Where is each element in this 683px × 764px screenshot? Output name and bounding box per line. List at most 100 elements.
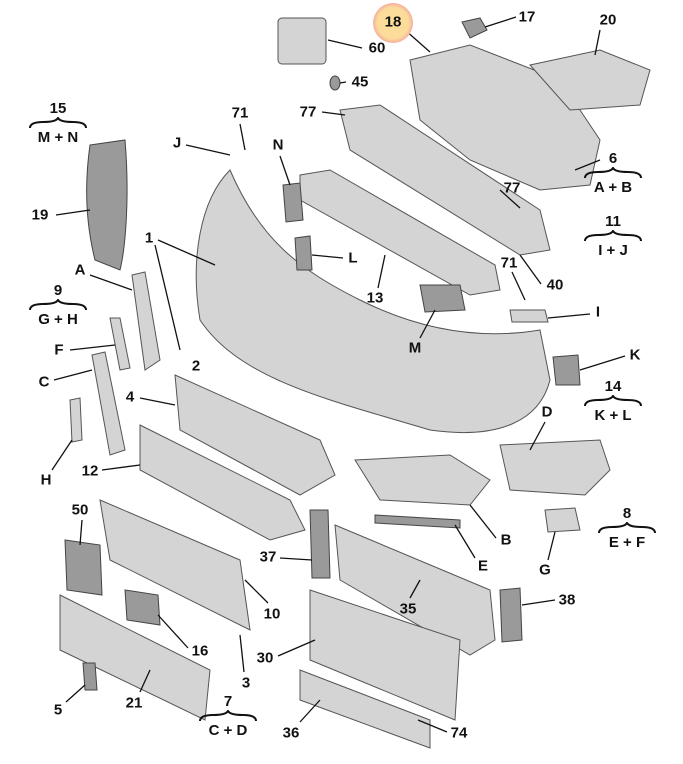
group-number: 7 — [223, 693, 233, 710]
leader-line — [65, 684, 86, 703]
part-label-77a[interactable]: 77 — [299, 103, 317, 121]
leader-line — [139, 397, 176, 406]
part-label-37[interactable]: 37 — [259, 548, 277, 566]
leader-line — [69, 344, 116, 351]
part-label-K[interactable]: K — [629, 346, 641, 364]
group-parts: E + F — [608, 534, 646, 551]
leader-line — [409, 579, 421, 599]
leader-line — [321, 111, 346, 116]
part-label-B[interactable]: B — [500, 531, 512, 549]
leader-line — [519, 254, 542, 285]
part-label-45[interactable]: 45 — [351, 73, 369, 91]
leader-line — [279, 557, 313, 561]
part-label-74[interactable]: 74 — [450, 724, 468, 742]
leader-line — [157, 614, 189, 649]
group-number: 11 — [605, 213, 621, 230]
part-M-bracket — [419, 284, 466, 313]
leader-line — [469, 504, 497, 539]
part-label-H[interactable]: H — [40, 471, 52, 489]
part-K-bracket — [552, 354, 581, 386]
leader-line — [185, 144, 231, 156]
part-label-5[interactable]: 5 — [53, 701, 63, 719]
part-label-10[interactable]: 10 — [263, 605, 281, 623]
leader-line — [579, 355, 626, 371]
part-label-A[interactable]: A — [74, 261, 86, 279]
part-label-4[interactable]: 4 — [125, 388, 135, 406]
part-label-60[interactable]: 60 — [368, 39, 386, 57]
group-number: 6 — [608, 150, 618, 167]
part-36-lower-panel — [299, 669, 431, 749]
leader-line — [154, 244, 181, 351]
part-label-17[interactable]: 17 — [518, 8, 536, 26]
part-label-G[interactable]: G — [539, 561, 551, 579]
part-label-N[interactable]: N — [272, 136, 284, 154]
part-label-2[interactable]: 2 — [191, 357, 201, 375]
part-L-bracket — [294, 235, 313, 271]
group-5: 8 E + F — [592, 505, 662, 551]
part-label-3[interactable]: 3 — [241, 674, 251, 692]
leader-line — [244, 579, 269, 604]
group-number: 8 — [622, 505, 632, 522]
group-parts: K + L — [594, 407, 632, 424]
part-label-19[interactable]: 19 — [31, 206, 49, 224]
brace-icon — [29, 117, 87, 129]
leader-line — [339, 81, 347, 84]
part-label-20[interactable]: 20 — [599, 11, 617, 29]
part-label-L[interactable]: L — [348, 249, 358, 267]
leader-line — [51, 439, 73, 471]
leader-line — [53, 369, 93, 381]
leader-line — [377, 254, 386, 289]
part-38-bracket — [499, 587, 523, 643]
part-5-clip — [82, 662, 98, 691]
part-50-panel — [64, 539, 103, 596]
part-label-35[interactable]: 35 — [399, 600, 417, 618]
part-label-13[interactable]: 13 — [366, 289, 384, 307]
leader-line — [101, 464, 141, 471]
leader-line — [454, 524, 476, 559]
part-D-fog-grille — [499, 439, 611, 496]
leader-line — [574, 159, 601, 171]
brace-icon — [598, 522, 656, 534]
part-label-18[interactable]: 18 — [384, 13, 402, 31]
part-40-absorber — [339, 104, 551, 256]
part-F-trim — [109, 317, 131, 371]
part-label-16[interactable]: 16 — [191, 642, 209, 660]
part-label-D[interactable]: D — [541, 403, 553, 421]
part-label-F[interactable]: F — [54, 341, 64, 359]
part-label-E[interactable]: E — [477, 557, 489, 575]
part-I-bracket — [509, 309, 549, 323]
leader-line — [419, 309, 436, 339]
leader-line — [529, 421, 546, 451]
part-label-38[interactable]: 38 — [558, 591, 576, 609]
leader-line — [594, 29, 601, 56]
part-label-77b[interactable]: 77 — [503, 179, 521, 197]
part-label-I[interactable]: I — [595, 303, 601, 321]
part-label-71b[interactable]: 71 — [500, 254, 518, 272]
part-label-1[interactable]: 1 — [144, 229, 154, 247]
highlight-circle — [373, 3, 413, 43]
part-label-50[interactable]: 50 — [71, 501, 89, 519]
part-label-J[interactable]: J — [172, 134, 182, 152]
part-E-strip — [374, 514, 461, 529]
part-label-71a[interactable]: 71 — [231, 104, 249, 122]
part-37-bracket — [309, 509, 331, 579]
part-label-36[interactable]: 36 — [282, 724, 300, 742]
part-label-40[interactable]: 40 — [546, 276, 564, 294]
leader-line — [311, 254, 344, 259]
part-label-C[interactable]: C — [38, 373, 50, 391]
brace-icon — [584, 230, 642, 242]
brace-icon — [584, 395, 642, 407]
leader-line — [547, 531, 556, 561]
part-label-30[interactable]: 30 — [256, 649, 274, 667]
part-label-M[interactable]: M — [408, 339, 422, 357]
part-label-21[interactable]: 21 — [125, 694, 143, 712]
part-20-deflector — [529, 49, 651, 111]
part-label-12[interactable]: 12 — [81, 462, 99, 480]
